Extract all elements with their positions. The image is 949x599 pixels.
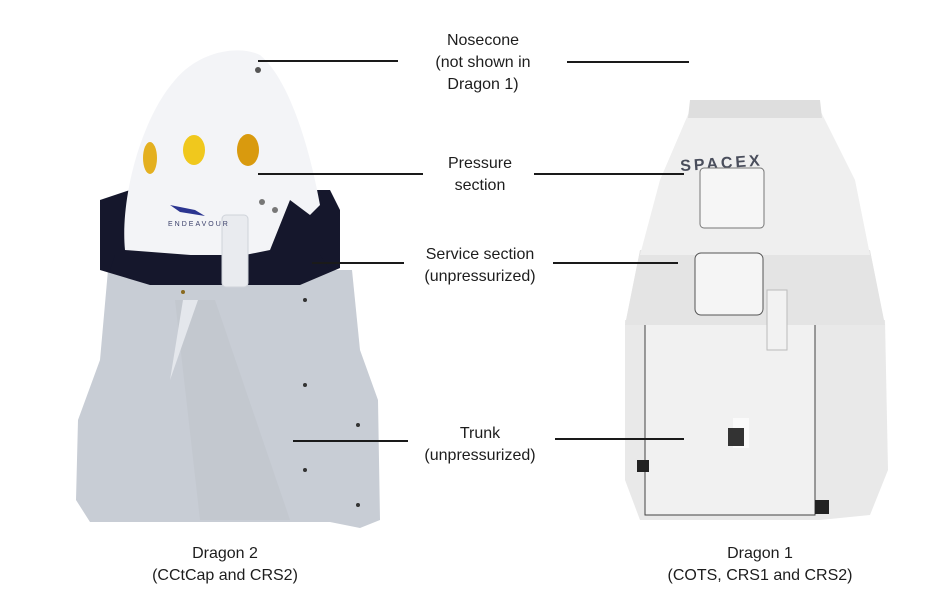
leader-nosecone-left	[258, 60, 398, 62]
label-nosecone: Nosecone (not shown in Dragon 1)	[418, 30, 548, 96]
label-trunk: Trunk (unpressurized)	[405, 423, 555, 467]
window-3	[237, 134, 259, 166]
label-nosecone-line2: (not shown in	[435, 54, 531, 71]
leader-pressure-left	[258, 173, 423, 175]
caption-dragon2-line2: (CCtCap and CRS2)	[152, 567, 298, 584]
caption-dragon2: Dragon 2 (CCtCap and CRS2)	[140, 543, 310, 587]
leader-pressure-right	[534, 173, 684, 175]
label-nosecone-line3: Dragon 1)	[447, 76, 519, 93]
label-service-line1: Service section	[425, 246, 535, 263]
leader-service-right	[553, 262, 678, 264]
window-2	[183, 135, 205, 165]
leader-nosecone-right	[567, 61, 689, 63]
label-trunk-line2: (unpressurized)	[424, 447, 536, 464]
leader-trunk-left	[293, 440, 408, 442]
label-trunk-line1: Trunk	[459, 425, 501, 442]
label-pressure-line1: Pressure	[447, 155, 513, 172]
leader-trunk-right	[555, 438, 684, 440]
label-pressure-line2: section	[454, 177, 506, 194]
caption-dragon1-line1: Dragon 1	[727, 545, 793, 562]
label-pressure: Pressure section	[425, 153, 535, 197]
caption-dragon1: Dragon 1 (COTS, CRS1 and CRS2)	[640, 543, 880, 587]
caption-dragon1-line2: (COTS, CRS1 and CRS2)	[667, 567, 853, 584]
label-nosecone-line1: Nosecone	[446, 32, 520, 49]
leader-service-left	[312, 262, 404, 264]
label-service-line2: (unpressurized)	[424, 268, 536, 285]
svg-text:ENDEAVOUR: ENDEAVOUR	[168, 221, 230, 228]
label-service: Service section (unpressurized)	[405, 244, 555, 288]
caption-dragon2-line1: Dragon 2	[192, 545, 258, 562]
window-1	[143, 142, 157, 174]
